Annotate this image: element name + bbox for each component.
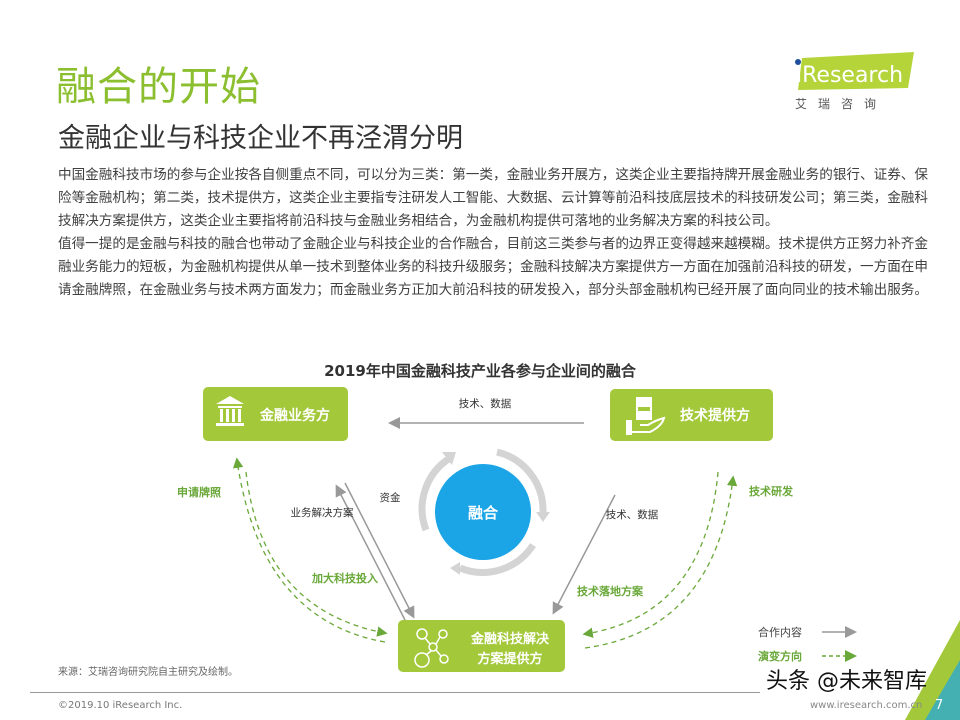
node-label: 方案提供方 xyxy=(477,651,542,667)
iresearch-logo: iResearch xyxy=(795,52,914,90)
edge-label: 加大科技投入 xyxy=(311,571,378,585)
server-hand-icon xyxy=(626,397,666,435)
node-tech: 技术提供方 xyxy=(610,389,773,441)
legend-evolution: 演变方向 xyxy=(758,649,802,663)
watermark: 头条 @未来智库 xyxy=(766,669,927,694)
fusion-circle xyxy=(435,464,531,560)
logo-chinese: 艾瑞咨询 xyxy=(795,97,888,111)
arrow-tech-to-solution xyxy=(552,494,616,615)
copyright: ©2019.10 iResearch Inc. xyxy=(58,700,183,711)
fusion-cycle-arrows xyxy=(418,448,547,576)
molecule-icon xyxy=(414,628,449,668)
node-label: 金融科技解决 xyxy=(470,631,550,647)
source-note: 来源：艾瑞咨询研究院自主研究及绘制。 xyxy=(58,667,238,678)
body-text: 中国金融科技市场的参与企业按各自侧重点不同，可以分为三类：第一类，金融业务开展方… xyxy=(58,164,930,302)
node-finance: 金融业务方 xyxy=(203,387,348,441)
paragraph: 值得一提的是金融与科技的融合也带动了金融企业与科技企业的合作融合，目前这三类参与… xyxy=(58,236,928,298)
edge-label: 技术、数据 xyxy=(459,397,512,410)
edge-label: 技术研发 xyxy=(749,484,794,498)
paragraph: 中国金融科技市场的参与企业按各自侧重点不同，可以分为三类：第一类，金融业务开展方… xyxy=(58,167,928,229)
arrow-apply-license xyxy=(232,457,386,643)
arrow-tech-rd xyxy=(584,475,738,649)
arrow-business-solution xyxy=(335,484,406,621)
footer-divider xyxy=(30,692,760,693)
legend-cooperation: 合作内容 xyxy=(758,625,802,639)
page-number: 7 xyxy=(935,698,944,713)
node-solution: 金融科技解决 方案提供方 xyxy=(398,620,565,672)
edge-label: 资金 xyxy=(380,491,401,504)
website-link[interactable]: www.iresearch.com.cn xyxy=(810,700,923,711)
edge-label: 技术、数据 xyxy=(606,508,659,521)
page-subtitle: 金融企业与科技企业不再泾渭分明 xyxy=(58,123,463,154)
edge-label: 申请牌照 xyxy=(177,485,221,499)
bank-icon xyxy=(216,396,244,426)
edge-label: 技术落地方案 xyxy=(577,584,644,598)
arrow-capital xyxy=(344,482,415,619)
center-label: 融合 xyxy=(468,504,499,522)
arrow-increase-investment xyxy=(245,471,388,637)
node-label: 技术提供方 xyxy=(680,407,750,424)
svg-text:iResearch: iResearch xyxy=(796,63,903,88)
arrow-tech-landing xyxy=(582,471,719,638)
node-label: 金融业务方 xyxy=(259,407,330,424)
page-title: 融合的开始 xyxy=(56,64,261,110)
edge-label: 业务解决方案 xyxy=(291,506,354,519)
diagram-title: 2019年中国金融科技产业各参与企业间的融合 xyxy=(324,362,637,380)
